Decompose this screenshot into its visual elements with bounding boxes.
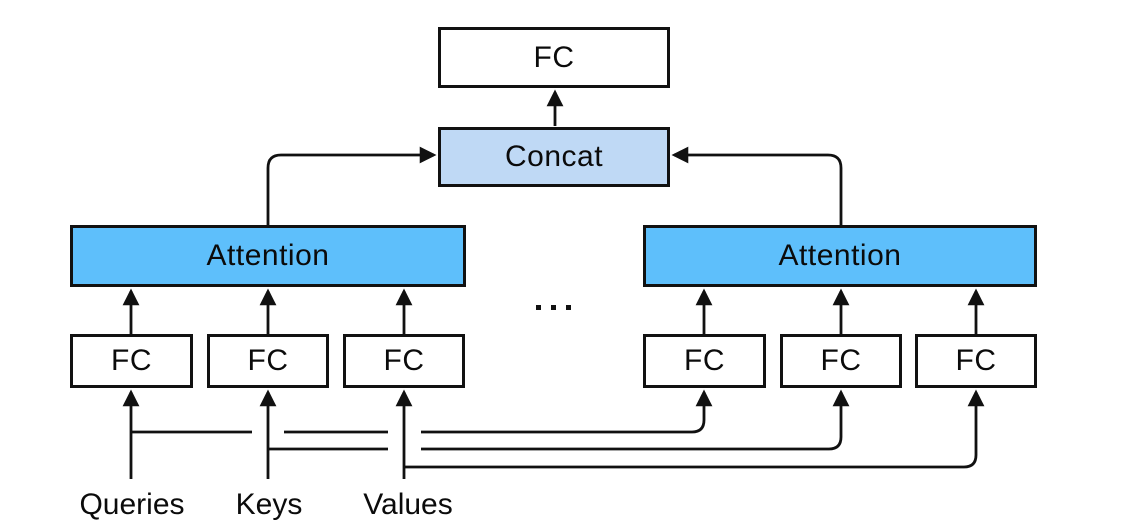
arrow-keys-branch-to-fc5 [421,389,850,451]
attention-left-box: Attention [70,225,466,287]
fc-head-right-3-box: FC [915,334,1037,388]
concat-label: Concat [504,140,604,173]
ellipsis-dots-icon [536,305,571,310]
fc-head-right-1-box: FC [643,334,766,388]
fc-head-left-3-box: FC [343,334,465,388]
queries-label: Queries [79,488,185,521]
concat-box: Concat [438,127,670,187]
arrow-attention-left-to-concat [266,146,437,226]
fc-head-left-1-label: FC [111,344,152,377]
fc-head-right-1-label: FC [684,344,725,377]
attention-right-box: Attention [643,225,1037,287]
arrow-attention-right-to-concat [671,146,843,226]
fc-head-left-2-box: FC [207,334,329,388]
attention-right-label: Attention [778,239,902,272]
output-fc-box: FC [438,27,670,88]
fc-head-left-2-label: FC [247,344,289,377]
fc-head-left-1-box: FC [70,334,193,388]
fc-head-right-2-box: FC [780,334,902,388]
fc-head-right-3-label: FC [955,344,997,377]
fc-head-right-2-label: FC [820,344,862,377]
fc-head-left-3-label: FC [383,344,425,377]
arrow-values-branch-to-fc6 [404,389,985,469]
output-fc-label: FC [533,40,575,74]
keys-label: Keys [235,488,303,521]
arrow-queries-branch-to-fc4 [421,389,713,434]
attention-left-label: Attention [206,239,330,272]
values-label: Values [363,488,453,521]
